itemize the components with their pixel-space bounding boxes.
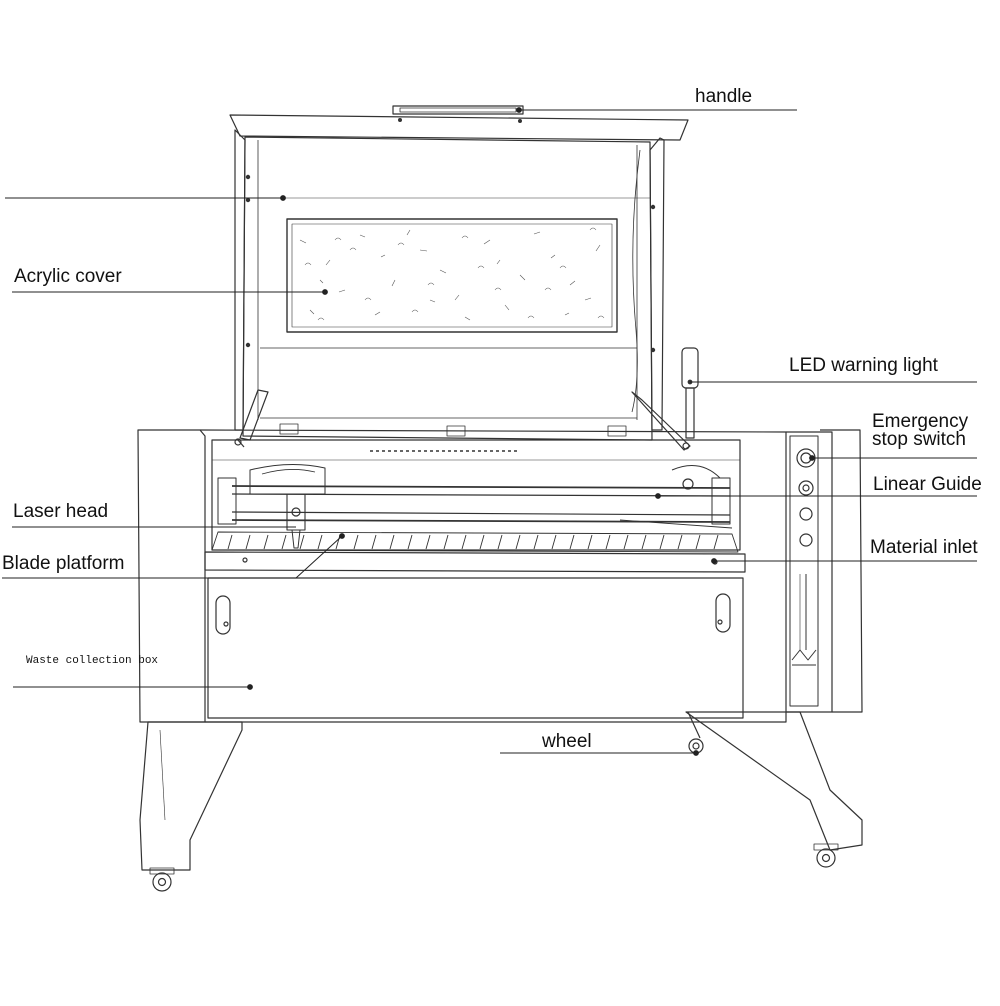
legs-and-wheels — [139, 711, 863, 892]
label-blade-platform: Blade platform — [2, 553, 125, 574]
label-acrylic-cover: Acrylic cover — [14, 266, 122, 287]
open-lid — [229, 105, 689, 441]
label-material-inlet: Material inlet — [870, 537, 978, 558]
leader-blade-platform-angle — [295, 535, 343, 579]
label-laser-head: Laser head — [13, 501, 109, 522]
blade-platform — [211, 519, 739, 553]
machine-body — [137, 429, 863, 723]
label-handle: handle — [695, 86, 753, 107]
label-emergency-line1: Emergency — [872, 411, 969, 432]
label-wheel: wheel — [542, 731, 592, 752]
label-led-warning-light: LED warning light — [789, 355, 938, 376]
led-warning-light — [681, 347, 699, 439]
acrylic-window — [286, 218, 618, 333]
linear-guide-assembly — [217, 463, 731, 549]
label-emergency-line2: stop switch — [872, 429, 966, 450]
label-waste-collection-box: Waste collection box — [26, 655, 159, 667]
label-linear-guide: Linear Guide — [873, 474, 982, 495]
gas-struts — [234, 389, 691, 451]
waste-collection-door — [207, 577, 744, 719]
control-panel — [789, 435, 819, 707]
